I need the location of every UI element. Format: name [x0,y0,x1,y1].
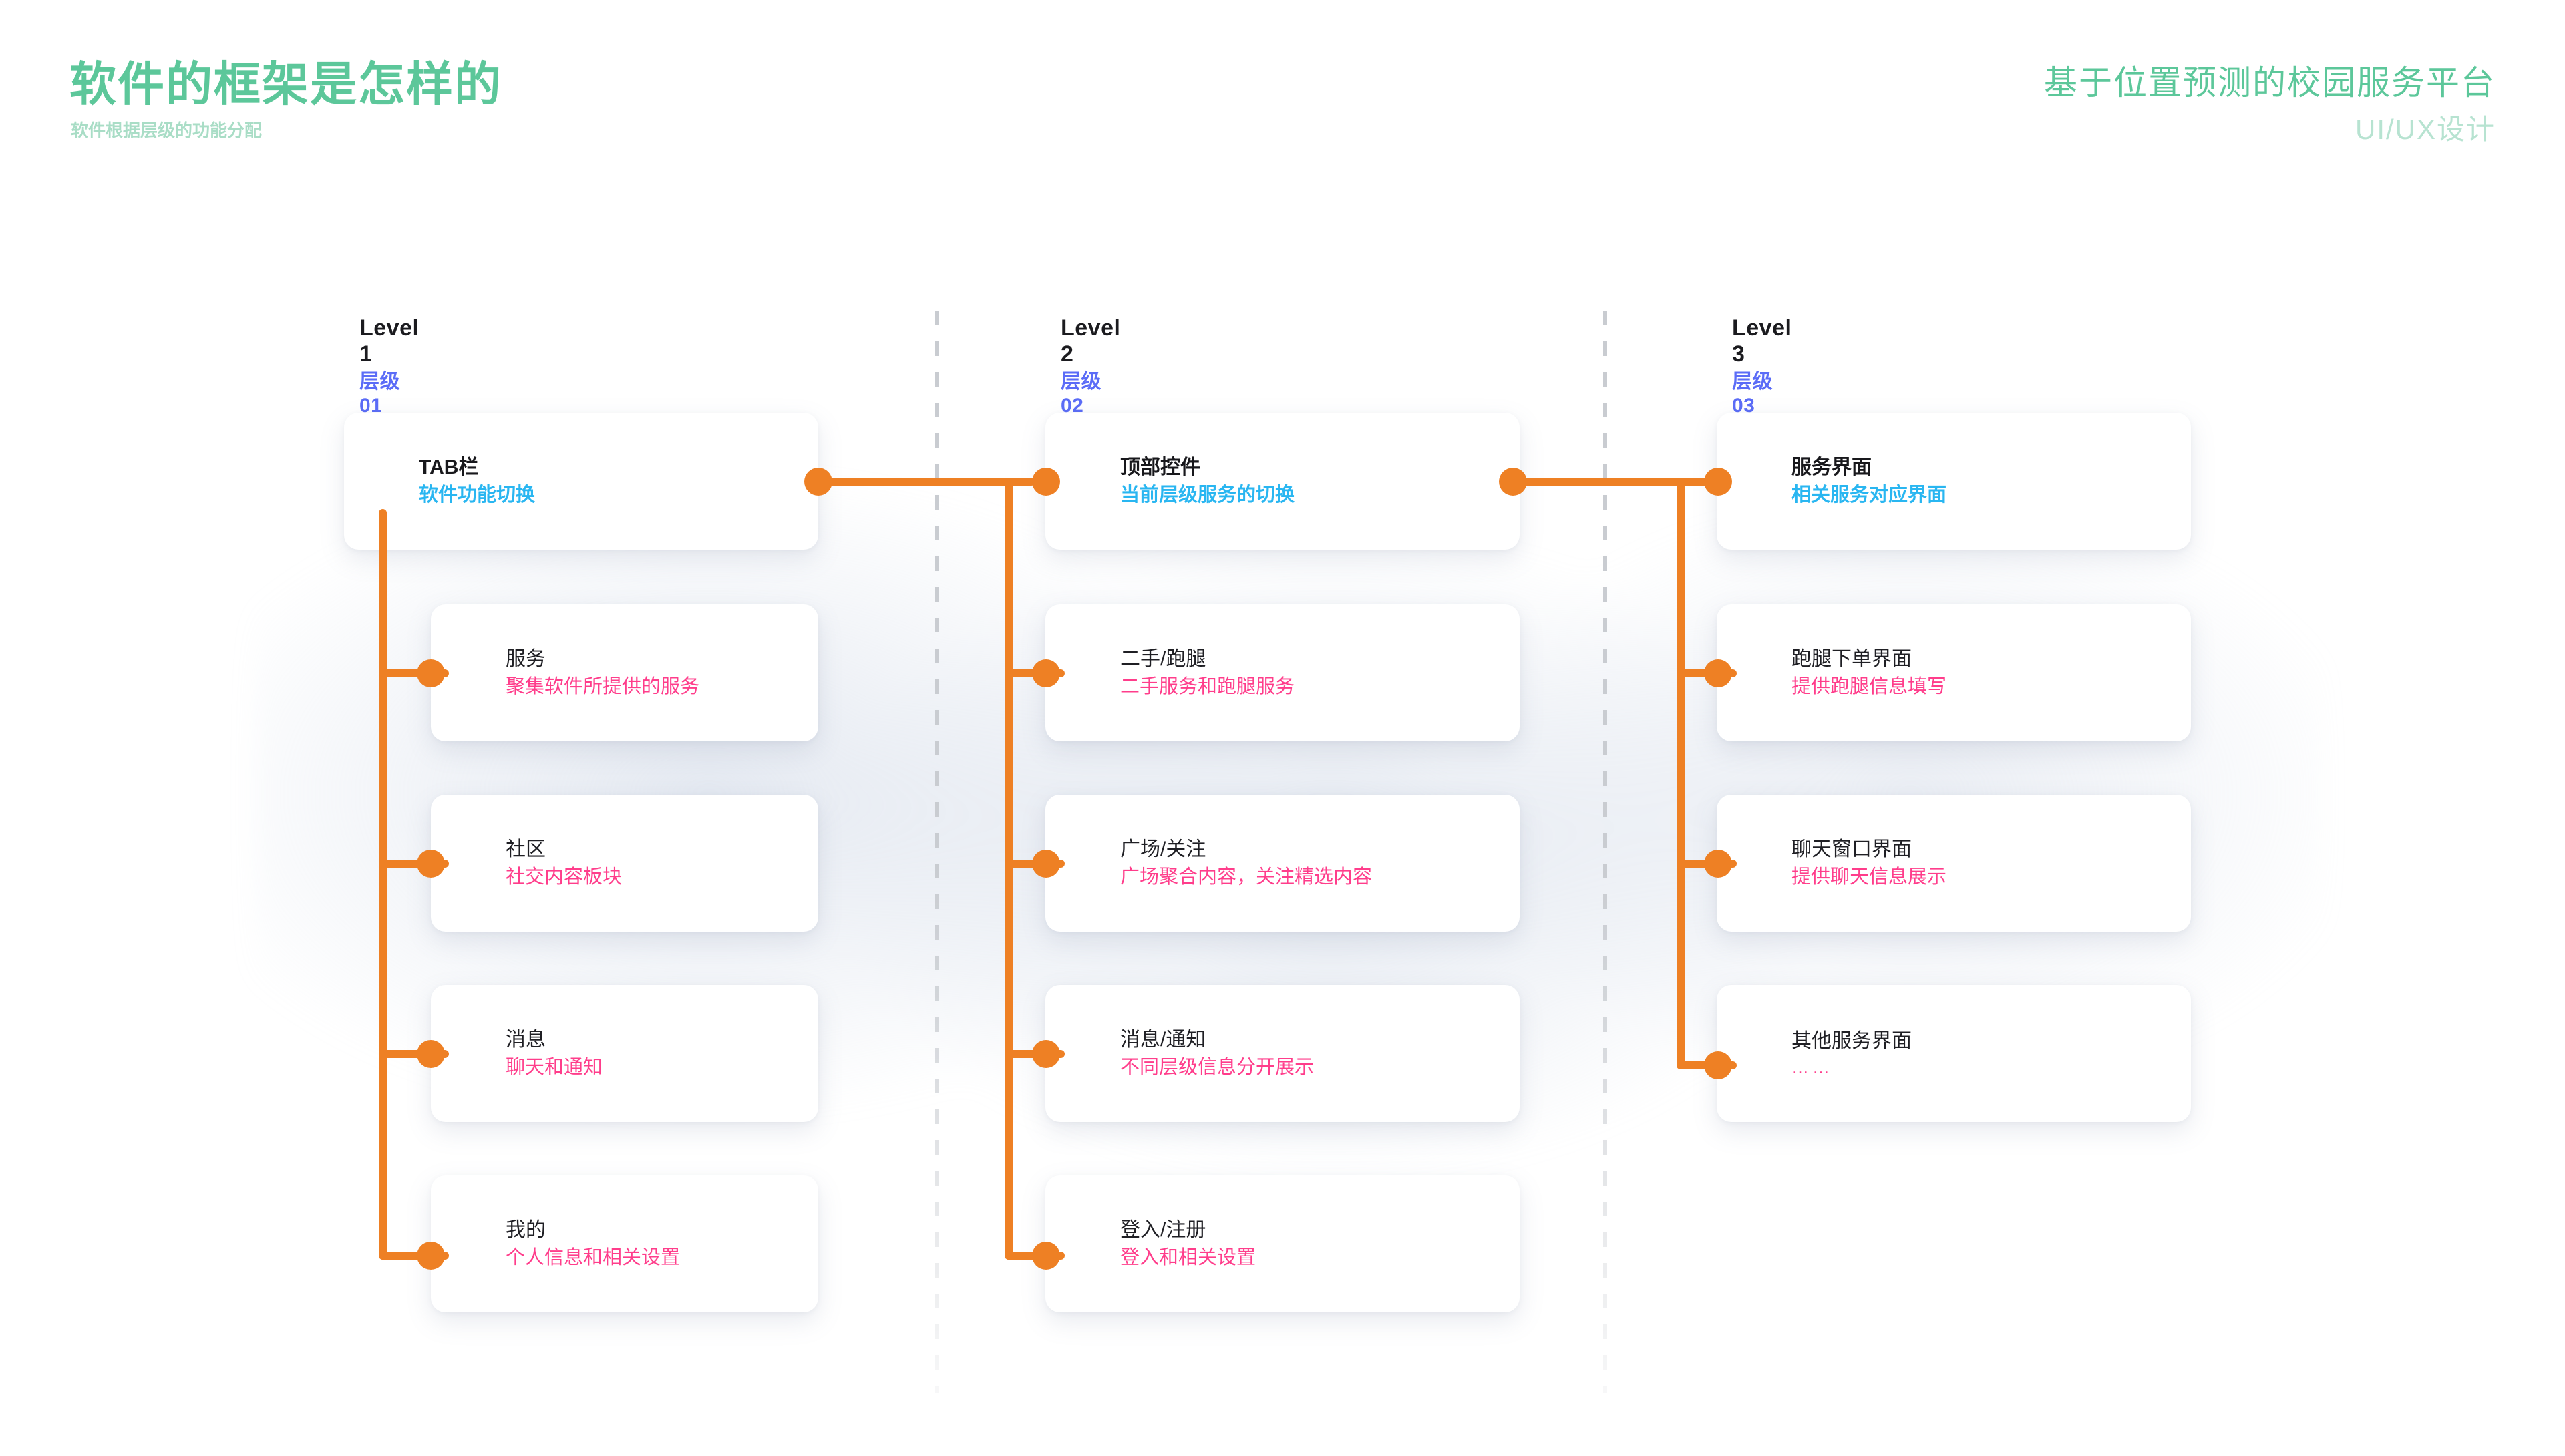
card-desc: 社交内容板块 [506,866,623,888]
card-desc: 聚集软件所提供的服务 [506,676,700,698]
level-2-trunk [1005,478,1013,1260]
level-2-node-4 [1032,1242,1060,1270]
level-3-trunk [1677,478,1685,1069]
level-3-label-en: Level 3 [1732,315,1792,367]
card-title: 服务 [506,647,546,670]
level-3-node-2 [1704,850,1732,878]
level-2-head-card[interactable]: 顶部控件 当前层级服务的切换 [1045,413,1520,550]
card-desc: 二手服务和跑腿服务 [1120,676,1295,698]
level-1-to-2-link [815,478,1035,486]
level-2-label-en: Level 2 [1061,315,1121,367]
level-3-header: Level 3 层级03 [1732,315,1791,418]
level-2-label-cn: 层级02 [1061,371,1101,417]
card-desc: 个人信息和相关设置 [506,1247,681,1269]
level-2-node-head [1032,468,1060,496]
card-title: 跑腿下单界面 [1791,647,1912,670]
level-2-header: Level 2 层级02 [1061,315,1120,418]
card-title: 其他服务界面 [1791,1029,1912,1052]
level-1-label-cn: 层级01 [359,371,400,417]
card-desc: 当前层级服务的切换 [1120,484,1295,506]
level-1-head-card[interactable]: TAB栏 软件功能切换 [344,413,818,550]
level-2-card-1[interactable]: 二手/跑腿 二手服务和跑腿服务 [1045,604,1520,741]
card-title: 服务界面 [1791,456,1872,478]
card-desc: …… [1791,1057,1833,1078]
level-2-node-2 [1032,850,1060,878]
level-3-card-2[interactable]: 聊天窗口界面 提供聊天信息展示 [1717,795,2191,932]
page-title-block: 软件的框架是怎样的 软件根据层级的功能分配 [69,59,502,142]
level-1-card-3[interactable]: 消息 聊天和通知 [431,985,818,1122]
level-2-node-1 [1032,659,1060,687]
card-desc: 提供跑腿信息填写 [1791,676,1947,698]
page-subtitle: 软件根据层级的功能分配 [71,120,263,140]
project-title-block: 基于位置预测的校园服务平台 UI/UX设计 [2044,64,2496,148]
card-title: 消息/通知 [1120,1028,1206,1051]
card-desc: 相关服务对应界面 [1791,484,1947,506]
project-subtitle: UI/UX设计 [2355,113,2496,145]
card-title: 聊天窗口界面 [1791,838,1912,860]
level-1-node-1 [417,659,445,687]
level-2-card-2[interactable]: 广场/关注 广场聚合内容，关注精选内容 [1045,795,1520,932]
card-desc: 提供聊天信息展示 [1791,866,1947,888]
level-1-card-2[interactable]: 社区 社交内容板块 [431,795,818,932]
level-3-label-cn: 层级03 [1732,371,1773,417]
level-2-card-4[interactable]: 登入/注册 登入和相关设置 [1045,1175,1520,1312]
level-1-node-3 [417,1040,445,1068]
card-desc: 聊天和通知 [506,1057,603,1079]
card-desc: 软件功能切换 [419,484,536,506]
level-1-header: Level 1 层级01 [359,315,419,418]
level-2-card-3[interactable]: 消息/通知 不同层级信息分开展示 [1045,985,1520,1122]
card-title: 广场/关注 [1120,838,1206,860]
level-1-label-en: Level 1 [359,315,419,367]
level-3-card-1[interactable]: 跑腿下单界面 提供跑腿信息填写 [1717,604,2191,741]
card-title: 登入/注册 [1120,1218,1206,1241]
level-3-node-3 [1704,1051,1732,1079]
column-divider-2 [1603,311,1607,1393]
card-title: 我的 [506,1218,546,1241]
page-title: 软件的框架是怎样的 [69,58,502,110]
card-title: 顶部控件 [1120,456,1200,478]
card-title: TAB栏 [419,456,479,478]
level-3-node-head [1704,468,1732,496]
card-desc: 广场聚合内容，关注精选内容 [1120,866,1373,888]
column-divider-1 [935,311,939,1393]
level-3-card-3[interactable]: 其他服务界面 …… [1717,985,2191,1122]
level-2-to-3-link [1511,478,1711,486]
level-3-node-1 [1704,659,1732,687]
project-title: 基于位置预测的校园服务平台 [2044,64,2496,102]
card-title: 社区 [506,838,546,860]
card-title: 消息 [506,1028,546,1051]
card-desc: 不同层级信息分开展示 [1120,1057,1315,1079]
level-1-node-4 [417,1242,445,1270]
level-2-node-3 [1032,1040,1060,1068]
level-3-head-card[interactable]: 服务界面 相关服务对应界面 [1717,413,2191,550]
level-1-card-1[interactable]: 服务 聚集软件所提供的服务 [431,604,818,741]
card-desc: 登入和相关设置 [1120,1247,1256,1269]
level-1-card-4[interactable]: 我的 个人信息和相关设置 [431,1175,818,1312]
level-1-trunk [379,509,387,1260]
card-title: 二手/跑腿 [1120,647,1206,670]
level-1-node-2 [417,850,445,878]
